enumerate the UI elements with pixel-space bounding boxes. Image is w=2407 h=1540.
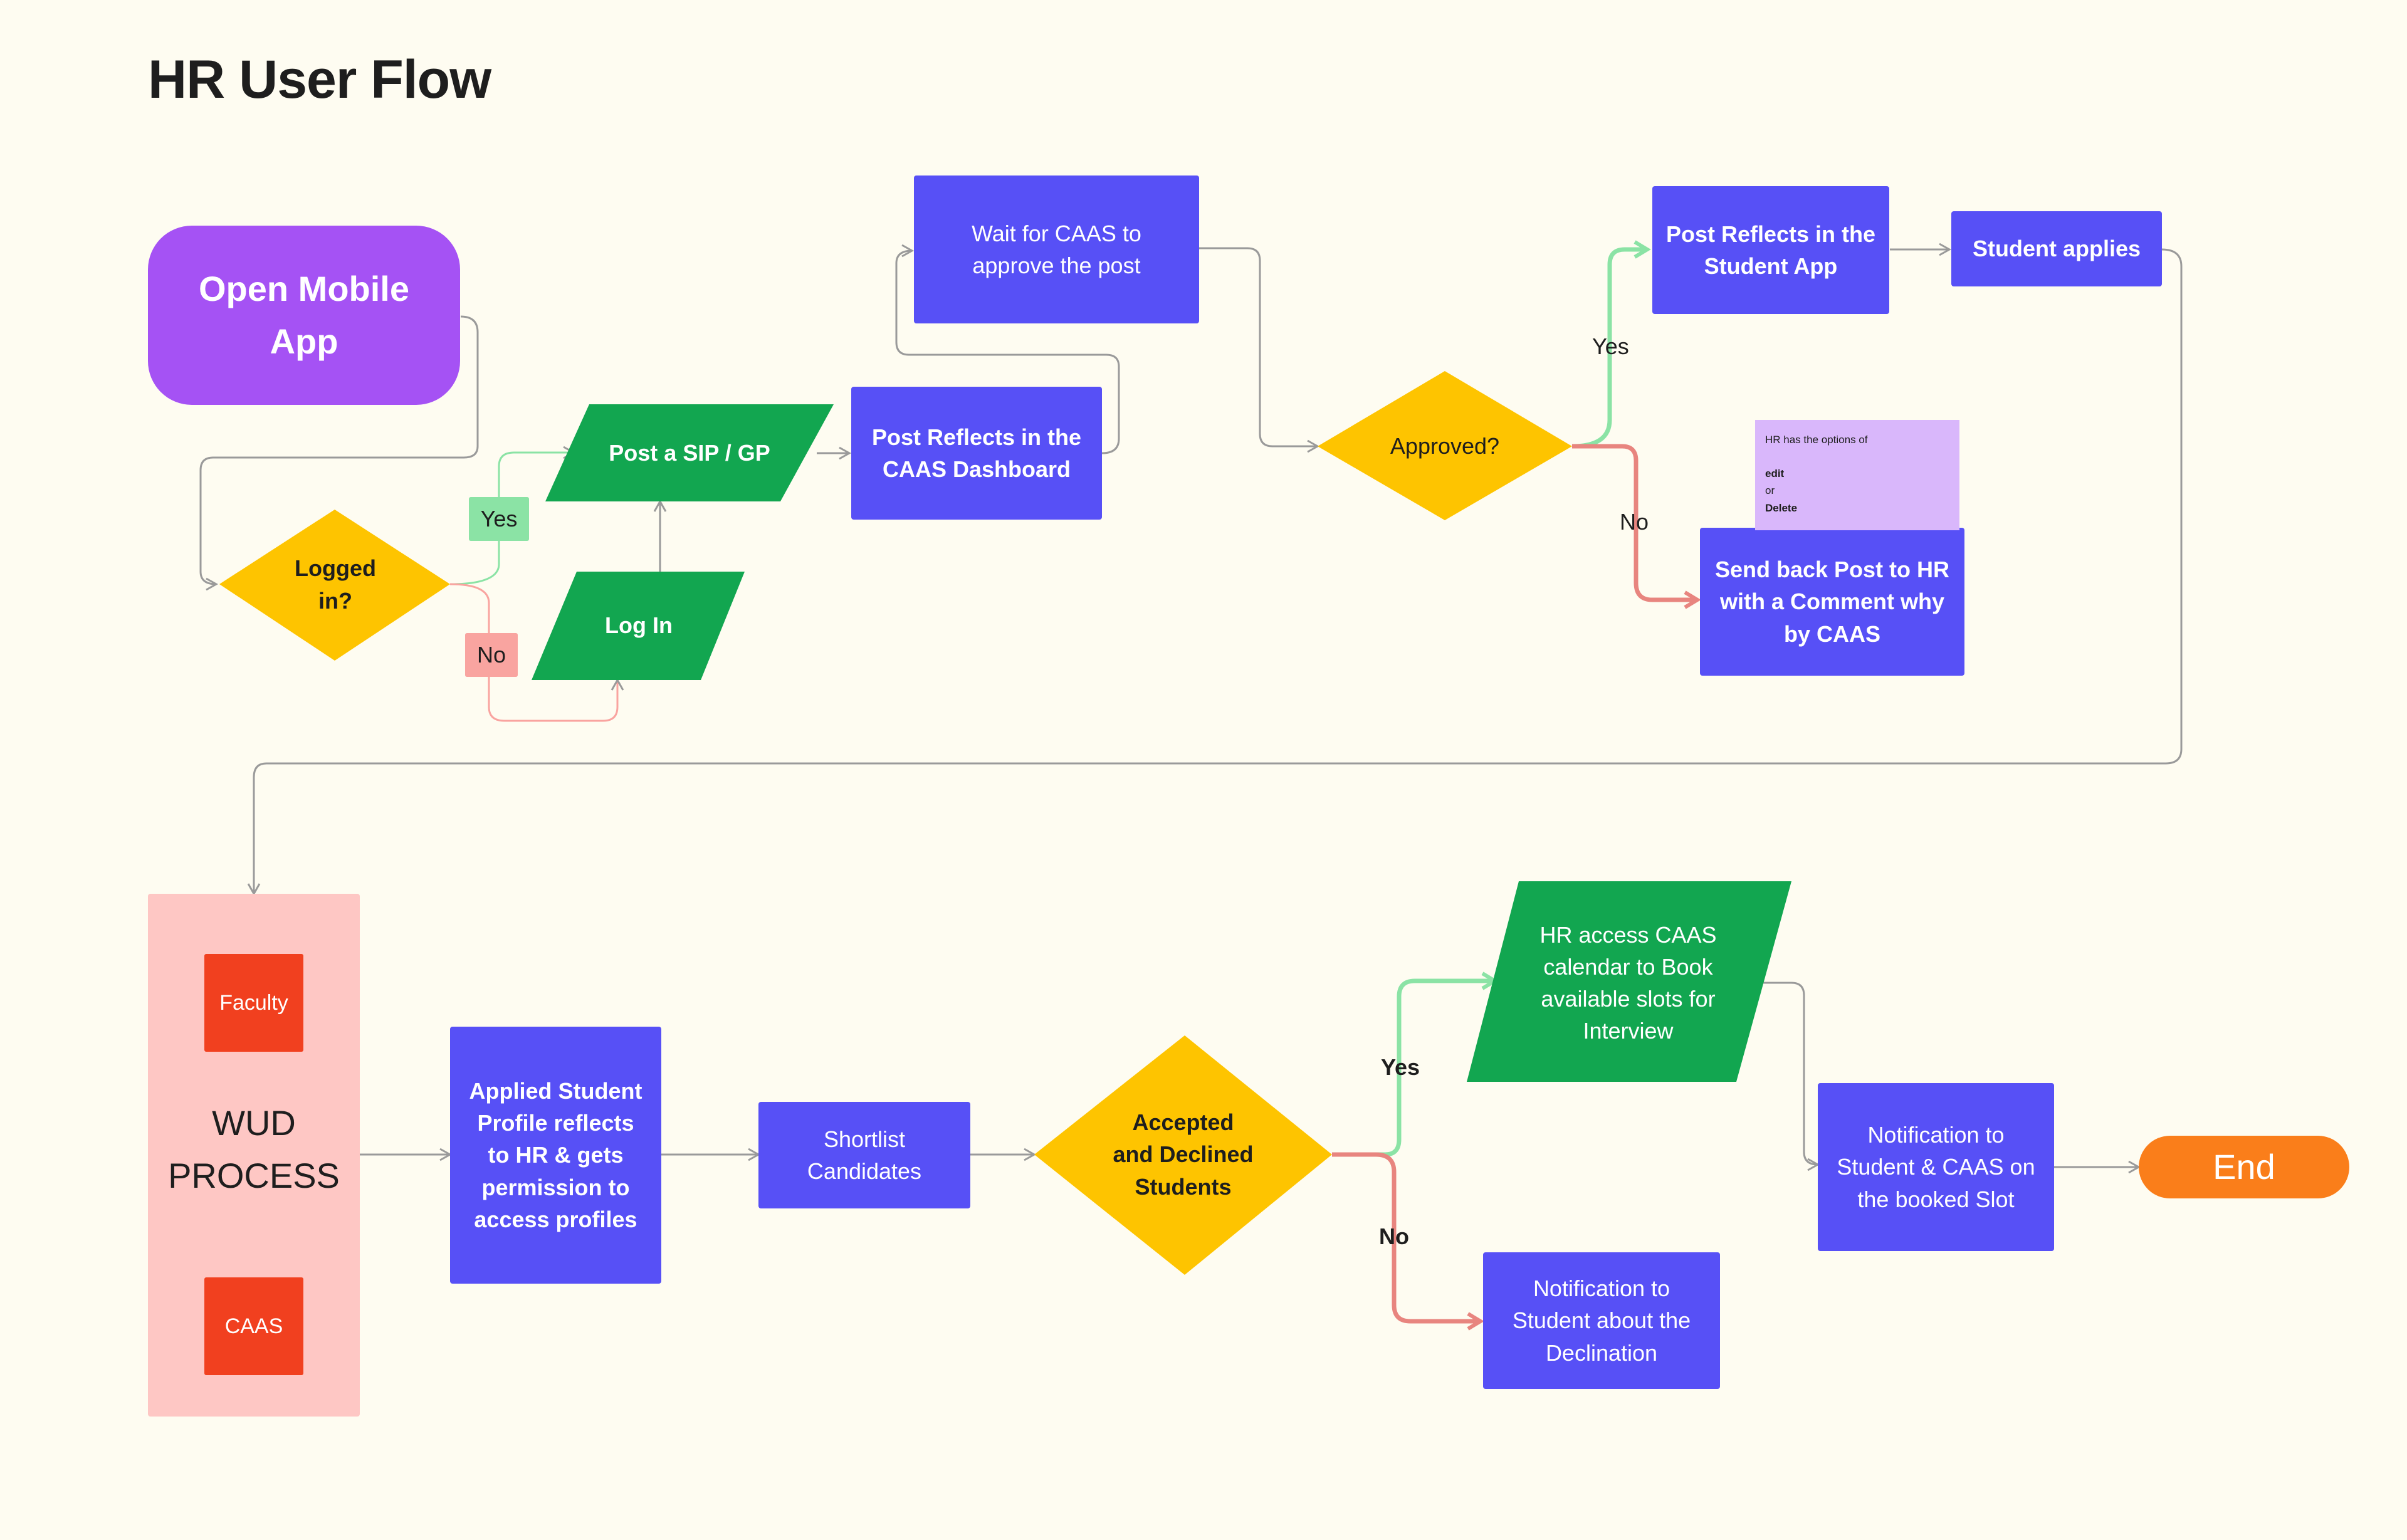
login-no-tag: No (465, 633, 518, 677)
faculty-box[interactable]: Faculty (204, 954, 303, 1052)
calendar-shape[interactable] (1467, 881, 1791, 1082)
student-applies-node[interactable]: Student applies (1951, 211, 2162, 286)
notify-booked-node[interactable]: Notification to Student & CAAS on the bo… (1818, 1083, 2054, 1251)
send-back-line-2: with a Comment why (1719, 589, 1945, 615)
edge-accept-yes (1332, 972, 1499, 1157)
applied-profile-line-1: Applied Student (469, 1078, 642, 1104)
login-yes-tag: Yes (469, 497, 529, 541)
log-in-line-1: Log In (605, 612, 673, 639)
accepted-declined-label: Accepted and Declined Students (1066, 1098, 1301, 1211)
calendar-line-3: available slots for (1541, 986, 1716, 1012)
accepted-line-3: Students (1135, 1173, 1232, 1200)
accepted-declined-diamond[interactable] (1034, 1035, 1332, 1275)
note-line-3: edit (1765, 468, 1785, 480)
approved-line-1: Approved? (1390, 433, 1500, 459)
student-applies-line-1: Student applies (1972, 236, 2141, 262)
open-app-line-1: Open Mobile (199, 269, 409, 308)
edge-applies-to-wud (247, 248, 2183, 896)
wait-caas-line-2: approve the post (972, 253, 1141, 278)
accepted-line-2: and Declined (1113, 1141, 1254, 1168)
caas-dashboard-line-2: CAAS Dashboard (882, 456, 1071, 482)
wud-title-line-1: WUD (212, 1103, 296, 1143)
edge-approved-no (1572, 444, 1701, 609)
edge-logged-no (449, 583, 624, 722)
approved-diamond[interactable] (1318, 371, 1572, 520)
applied-profile-line-3: to HR & gets (488, 1142, 624, 1168)
note-line-2 (1765, 448, 1949, 465)
approved-yes-label: Yes (1592, 333, 1629, 359)
log-in-shape[interactable] (532, 572, 745, 680)
wud-title-line-2: PROCESS (168, 1156, 340, 1195)
applied-profile-line-2: Profile reflects (477, 1110, 634, 1136)
edge-dashboard-to-wait (895, 244, 1120, 454)
edge-open-to-logged (199, 315, 479, 591)
approved-no-label: No (1620, 509, 1649, 535)
shortlist-line-1: Shortlist (823, 1126, 906, 1152)
calendar-line-4: Interview (1583, 1018, 1674, 1044)
edge-logged-yes (449, 446, 576, 585)
edge-calendar-to-notify (1755, 982, 1820, 1171)
logged-in-line-1: Logged (295, 555, 376, 582)
hr-options-note: HR has the options of edit or Delete (1755, 420, 1959, 530)
logged-in-line-2: in? (318, 587, 352, 614)
send-back-node[interactable]: Send back Post to HR with a Comment why … (1700, 528, 1964, 676)
end-label: End (2213, 1147, 2275, 1187)
logged-in-diamond[interactable] (219, 510, 450, 661)
accepted-line-1: Accepted (1132, 1109, 1234, 1136)
notify-declined-node[interactable]: Notification to Student about the Declin… (1483, 1252, 1720, 1389)
send-back-line-1: Send back Post to HR (1714, 557, 1950, 583)
student-app-line-1: Post Reflects in the (1665, 221, 1876, 247)
caas-box[interactable]: CAAS (204, 1277, 303, 1375)
calendar-line-1: HR access CAAS (1539, 921, 1717, 948)
applied-profile-node[interactable]: Applied Student Profile reflects to HR &… (450, 1027, 661, 1284)
edge-approved-yes (1571, 240, 1651, 449)
note-line-4: or (1765, 485, 1775, 497)
notify-declined-line-1: Notification to (1533, 1275, 1670, 1302)
accept-no-label: No (1379, 1223, 1409, 1249)
notify-declined-line-2: Student about the (1512, 1307, 1691, 1334)
logged-in-label: Logged in? (238, 545, 433, 624)
open-mobile-app-node[interactable]: Open Mobile App (148, 226, 460, 405)
edge-accept-no (1332, 1152, 1484, 1331)
notify-booked-line-3: the booked Slot (1857, 1186, 2015, 1212)
student-app-node[interactable]: Post Reflects in the Student App (1652, 186, 1889, 314)
notify-booked-line-2: Student & CAAS on (1837, 1154, 2035, 1180)
caas-dashboard-node[interactable]: Post Reflects in the CAAS Dashboard (851, 387, 1102, 520)
applied-profile-line-5: access profiles (474, 1206, 637, 1232)
student-app-line-2: Student App (1704, 253, 1838, 279)
note-line-1: HR has the options of (1765, 434, 1868, 446)
send-back-line-3: by CAAS (1783, 621, 1881, 647)
page-title: HR User Flow (148, 50, 491, 110)
open-app-line-2: App (270, 322, 338, 361)
post-sip-label: Post a SIP / GP (564, 426, 815, 480)
post-sip-line-1: Post a SIP / GP (609, 440, 770, 466)
calendar-label: HR access CAAS calendar to Book availabl… (1504, 909, 1752, 1057)
post-sip-shape[interactable] (545, 404, 834, 501)
calendar-line-2: calendar to Book (1543, 953, 1713, 980)
shortlist-line-2: Candidates (807, 1158, 922, 1184)
approved-label: Approved? (1341, 420, 1548, 473)
wait-caas-node[interactable]: Wait for CAAS to approve the post (914, 175, 1199, 323)
accept-yes-label: Yes (1381, 1054, 1420, 1080)
wud-process-title: WUD PROCESS (148, 1097, 360, 1202)
applied-profile-line-4: permission to (481, 1174, 630, 1200)
notify-booked-line-1: Notification to (1867, 1122, 2005, 1148)
caas-dashboard-line-1: Post Reflects in the (871, 424, 1082, 450)
note-line-5: Delete (1765, 501, 1798, 514)
wait-caas-line-1: Wait for CAAS to (972, 220, 1141, 246)
notify-declined-line-3: Declination (1545, 1339, 1658, 1366)
shortlist-node[interactable]: Shortlist Candidates (758, 1102, 970, 1208)
log-in-label: Log In (552, 599, 726, 652)
edge-wait-to-approved (1199, 247, 1320, 453)
end-node[interactable]: End (2139, 1136, 2349, 1198)
